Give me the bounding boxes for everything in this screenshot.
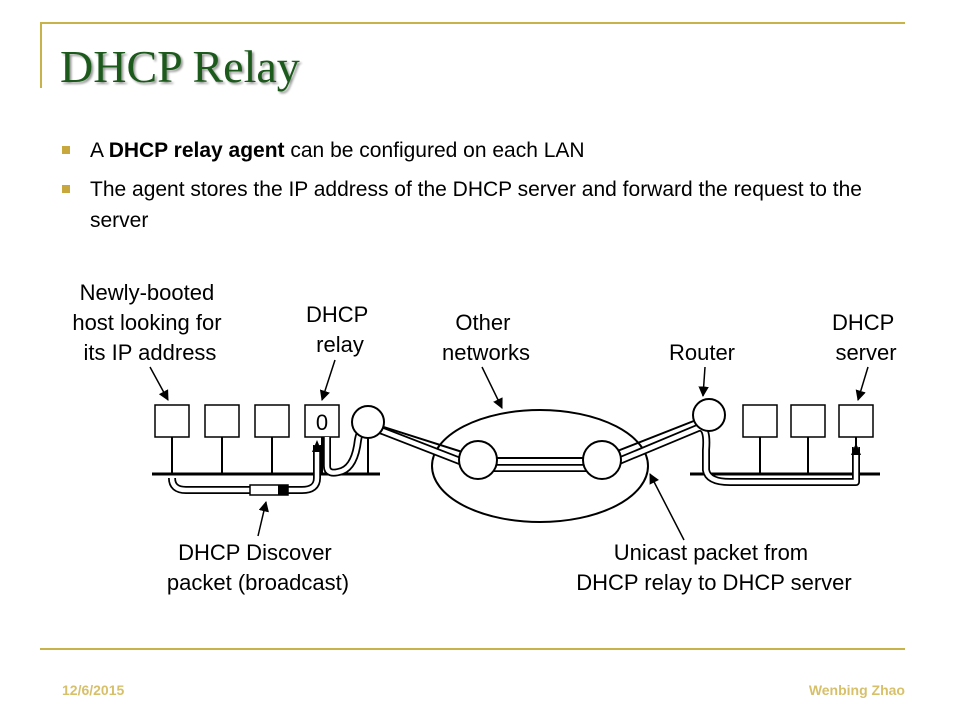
bullet-item: The agent stores the IP address of the D… <box>62 174 922 236</box>
host-icon <box>254 404 290 438</box>
bullet-list: A DHCP relay agent can be configured on … <box>62 135 922 244</box>
footer-author: Wenbing Zhao <box>808 682 905 698</box>
pointer-arrow <box>649 473 685 541</box>
other-networks-cloud <box>431 409 649 523</box>
router-icon <box>692 398 726 432</box>
router-label: Router <box>669 340 735 365</box>
footer-date: 12/6/2015 <box>62 682 125 698</box>
dhcp-relay-label: DHCP relay <box>306 302 374 357</box>
host-icon <box>154 404 190 438</box>
bullet-marker-icon <box>62 146 70 154</box>
pointer-arrow <box>855 366 869 402</box>
network-router-icon <box>458 440 498 480</box>
server-icon <box>838 404 874 438</box>
pointer-arrow <box>319 359 336 401</box>
relay-box-text: 0 <box>316 410 328 435</box>
wan-link <box>367 421 479 458</box>
slide-title: DHCP Relay <box>60 41 300 92</box>
other-networks-label: Other networks <box>442 310 530 365</box>
pointer-arrow <box>149 366 169 401</box>
bullet-item: A DHCP relay agent can be configured on … <box>62 135 922 166</box>
wan-link <box>601 414 710 458</box>
relay-host-icon <box>304 404 340 438</box>
top-frame-line <box>40 22 905 24</box>
broadcast-path <box>168 445 321 494</box>
bullet-emphasis: DHCP relay agent <box>108 139 285 162</box>
bullet-marker-icon <box>62 185 70 193</box>
host-icon <box>790 404 826 438</box>
relay-router-icon <box>351 405 385 439</box>
left-frame-line <box>40 22 42 88</box>
pointer-arrow <box>698 366 709 398</box>
right-lan <box>690 437 880 476</box>
bottom-frame-line <box>40 648 905 650</box>
discover-label: DHCP Discover packet (broadcast) <box>167 540 349 595</box>
unicast-arrowhead <box>851 443 861 455</box>
network-router-icon <box>582 440 622 480</box>
pointer-arrow <box>257 500 269 537</box>
newly-booted-label: Newly-booted host looking for its IP add… <box>72 280 227 365</box>
host-icon <box>742 404 778 438</box>
pointer-arrow <box>481 366 503 409</box>
packet-icon <box>249 484 289 496</box>
dhcp-server-label: DHCP server <box>832 310 900 365</box>
unicast-label: Unicast packet from DHCP relay to DHCP s… <box>576 540 851 595</box>
host-icon <box>204 404 240 438</box>
broadcast-arrowhead <box>312 440 322 452</box>
